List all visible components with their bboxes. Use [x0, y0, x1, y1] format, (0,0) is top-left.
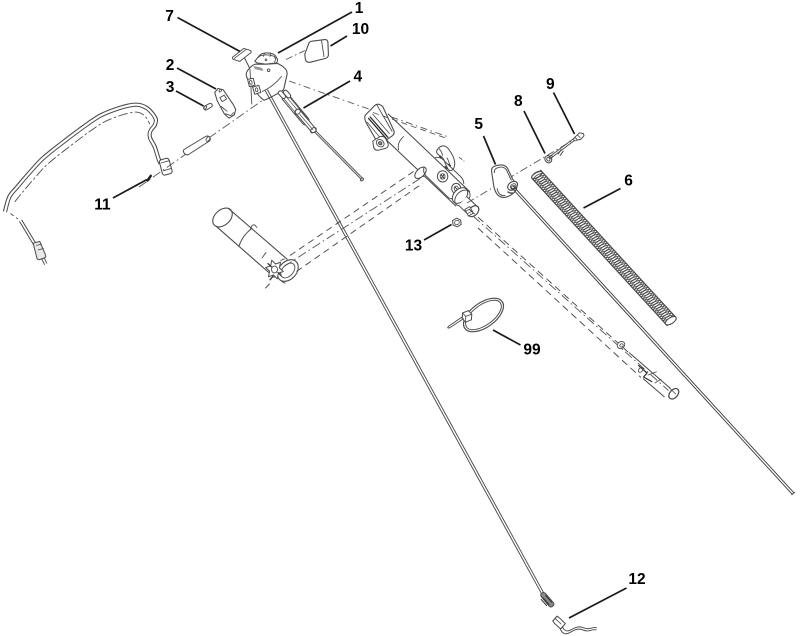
svg-text:12: 12: [628, 571, 645, 588]
svg-text:10: 10: [352, 21, 369, 38]
svg-text:13: 13: [405, 238, 423, 255]
svg-text:1: 1: [355, 0, 364, 17]
svg-text:5: 5: [474, 116, 483, 133]
svg-text:8: 8: [514, 93, 523, 110]
svg-text:7: 7: [165, 8, 174, 25]
svg-text:6: 6: [624, 173, 633, 190]
svg-text:11: 11: [94, 197, 111, 214]
svg-text:9: 9: [546, 76, 555, 93]
svg-text:2: 2: [166, 57, 175, 74]
svg-text:99: 99: [523, 342, 541, 359]
svg-text:3: 3: [166, 79, 175, 96]
svg-text:4: 4: [353, 68, 362, 85]
